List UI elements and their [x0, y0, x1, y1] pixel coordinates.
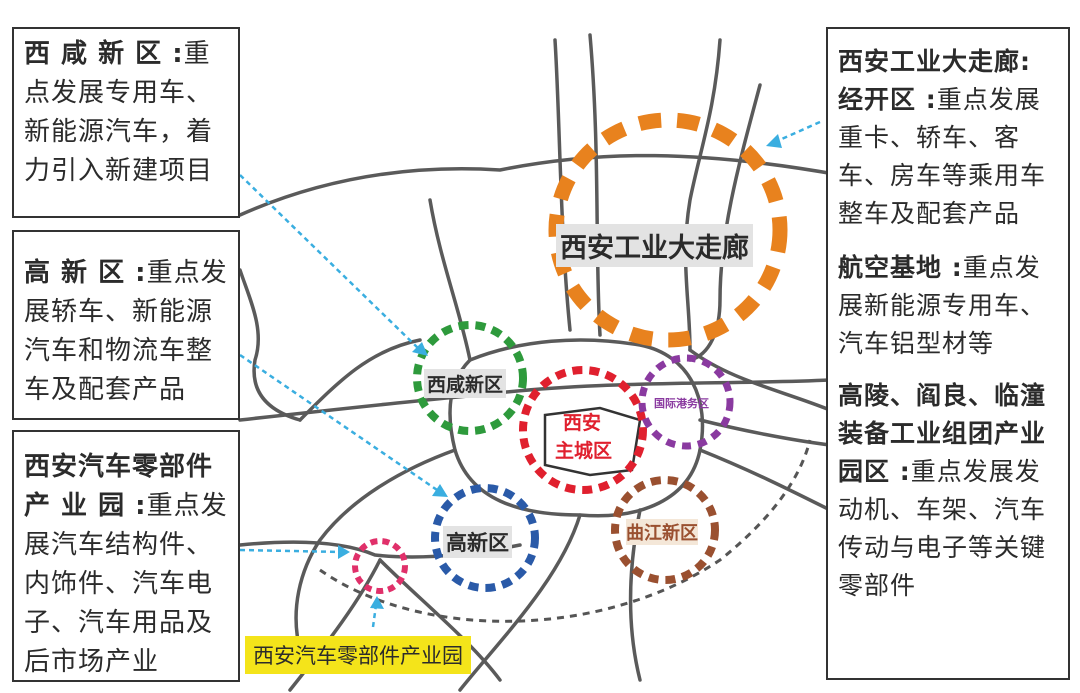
gaoxin-info-title: 高 新 区 : — [24, 258, 147, 288]
right-info-box: 西安工业大走廊: 经开区 :重点发展重卡、轿车、客车、房车等乘用车整车及配套产品… — [826, 27, 1070, 680]
gaoling-info-title: 高陵、阎良、临潼装备工业组团产业园区 : — [838, 381, 1047, 486]
auto-park-info-body: 重点发展汽车结构件、内饰件、汽车电子、汽车用品及后市场产业 — [24, 491, 228, 677]
gaoxin-info-body: 重点发展轿车、新能源汽车和物流车整车及配套产品 — [24, 258, 228, 405]
aviation-info-title: 航空基地 : — [838, 253, 963, 282]
gaoxin-info-box: 高 新 区 :重点发展轿车、新能源汽车和物流车整车及配套产品 — [12, 230, 240, 420]
qujiang-zone-circle — [611, 476, 719, 584]
xixian-info-title: 西 咸 新 区 : — [24, 39, 184, 69]
arrow-head-xixian — [412, 342, 428, 356]
auto-park-label: 西安汽车零部件产业园 — [245, 636, 471, 674]
gaoxin-label: 高新区 — [443, 526, 512, 558]
port-label: 国际港务区 — [654, 397, 709, 410]
main-city-label-line2: 主城区 — [555, 440, 613, 462]
arrow-head-park-up — [370, 596, 384, 609]
jingkai-info-title: 经开区 : — [838, 85, 937, 114]
xixian-label: 西咸新区 — [424, 369, 507, 398]
pointer-arrows — [239, 120, 821, 628]
road-network — [238, 33, 842, 692]
gaoling-info-section: 高陵、阎良、临潼装备工业组团产业园区 :重点发展发动机、车架、汽车传动与电子等关… — [838, 377, 1058, 605]
xixian-info-body: 重点发展专用车、新能源汽车，着力引入新建项目 — [24, 39, 214, 186]
arrow-head-corridor — [766, 134, 782, 148]
corridor-info-section: 西安工业大走廊: 经开区 :重点发展重卡、轿车、客车、房车等乘用车整车及配套产品 — [838, 43, 1058, 233]
auto-park-zone-circle — [352, 538, 408, 594]
gaoxin-zone-circle — [431, 484, 539, 592]
railway-dashed-line — [319, 439, 812, 623]
gaoling-info-body: 重点发展发动机、车架、汽车传动与电子等关键零部件 — [838, 457, 1047, 600]
corridor-info-body: 重点发展重卡、轿车、客车、房车等乘用车整车及配套产品 — [838, 85, 1047, 228]
main-city-zone-circle — [519, 366, 647, 494]
main-city-label-line1: 西安 — [563, 412, 602, 434]
arrow-head-auto-park — [338, 545, 350, 559]
auto-park-info-title: 西安汽车零部件产 业 园 : — [24, 452, 214, 521]
aviation-info-section: 航空基地 :重点发展新能源专用车、汽车铝型材等 — [838, 249, 1058, 363]
port-zone-circle — [638, 354, 734, 450]
aviation-info-body: 重点发展新能源专用车、汽车铝型材等 — [838, 253, 1047, 358]
corridor-info-title: 西安工业大走廊: — [838, 47, 1031, 76]
xixian-zone-circle — [413, 321, 527, 435]
corridor-label: 西安工业大走廊 — [556, 224, 753, 267]
qujiang-label: 曲江新区 — [626, 519, 698, 545]
auto-park-info-box: 西安汽车零部件产 业 园 :重点发展汽车结构件、内饰件、汽车电子、汽车用品及后市… — [12, 430, 240, 682]
xixian-info-box: 西 咸 新 区 :重点发展专用车、新能源汽车，着力引入新建项目 — [12, 27, 240, 218]
arrow-head-gaoxin — [432, 484, 448, 497]
